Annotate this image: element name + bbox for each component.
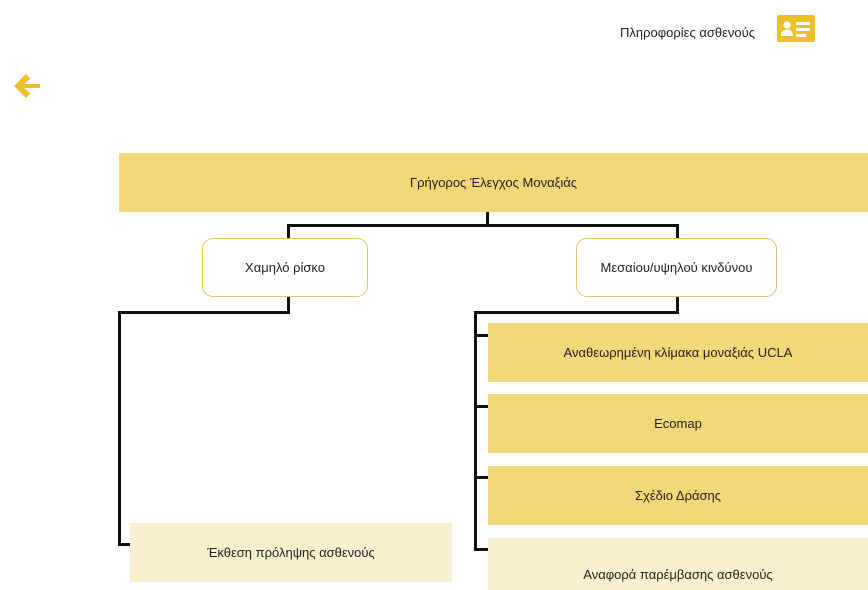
action-plan-node[interactable]: Σχέδιο Δράσης [488,466,868,525]
low-risk-label: Χαμηλό ρίσκο [245,260,325,275]
ucla-loneliness-scale-label: Αναθεωρημένη κλίμακα μοναξιάς UCLA [563,345,793,360]
connector-stub-3 [474,476,488,479]
connector-low-risk-vertical [118,311,121,546]
root-node[interactable]: Γρήγορος Έλεγχος Μοναξιάς [119,153,868,212]
root-node-label: Γρήγορος Έλεγχος Μοναξιάς [409,175,578,190]
connector-medium-risk-up [676,224,679,238]
connector-medium-risk-vertical [474,311,477,551]
medium-high-risk-label: Μεσαίου/υψηλού κινδύνου [600,260,753,275]
connector-low-risk-up [287,224,290,238]
medium-high-risk-node[interactable]: Μεσαίου/υψηλού κινδύνου [576,238,777,297]
connector-low-risk-stub [118,543,130,546]
connector-low-risk-horizontal [118,311,290,314]
id-card-icon[interactable] [777,15,815,42]
connector-medium-risk-horizontal [474,311,679,314]
connector-low-risk-down [287,297,290,313]
low-risk-node[interactable]: Χαμηλό ρίσκο [202,238,368,297]
ecomap-node[interactable]: Ecomap [488,394,868,453]
patient-intervention-report-node[interactable]: Αναφορά παρέμβασης ασθενούς [488,538,868,590]
patient-prevention-report-label: Έκθεση πρόληψης ασθενούς [207,545,375,560]
connector-stub-2 [474,405,488,408]
ecomap-label: Ecomap [654,416,702,431]
action-plan-label: Σχέδιο Δράσης [634,488,722,503]
ucla-loneliness-scale-node[interactable]: Αναθεωρημένη κλίμακα μοναξιάς UCLA [488,323,868,382]
connector-root-down [486,212,489,226]
patient-intervention-report-label: Αναφορά παρέμβασης ασθενούς [583,566,773,582]
patient-info-label[interactable]: Πληροφορίες ασθενούς [620,25,756,40]
patient-prevention-report-node[interactable]: Έκθεση πρόληψης ασθενούς [130,523,452,582]
back-arrow-icon[interactable] [11,70,43,102]
connector-stub-4 [474,548,488,551]
connector-medium-risk-down [676,297,679,313]
connector-branch-horizontal [287,224,679,227]
connector-stub-1 [474,334,488,337]
